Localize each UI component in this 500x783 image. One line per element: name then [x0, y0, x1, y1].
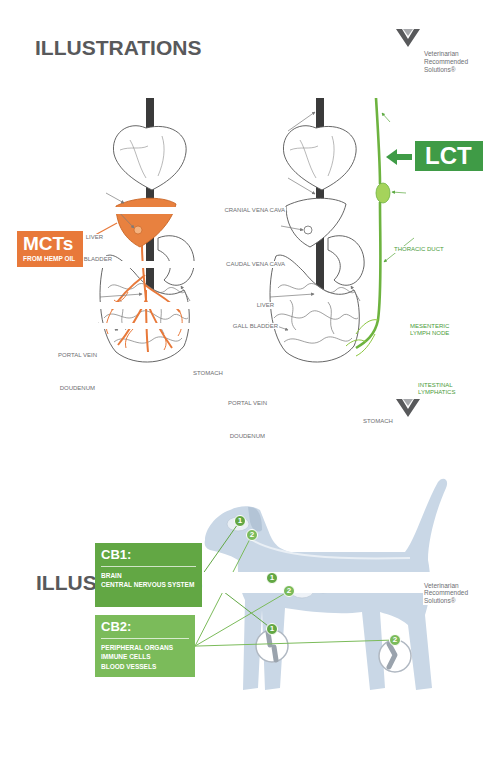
receptor-box: CB2: PERIPHERAL ORGANSIMMUNE CELLSBLOOD V… — [95, 615, 195, 677]
part-label: THORACIC DUCT — [393, 246, 500, 253]
receptor-box: CB1: BRAINCENTRAL NERVOUS SYSTEM — [95, 543, 202, 607]
connector-line — [195, 640, 389, 646]
number-circle — [247, 530, 258, 541]
number-circle — [390, 635, 401, 646]
logo-icon — [403, 29, 413, 36]
part-label: DOUDENUM — [0, 385, 96, 392]
callout-number-circle: 1 — [266, 572, 278, 584]
box-subheading: FROM HEMP OIL — [23, 255, 77, 263]
joint-bones — [389, 644, 395, 667]
connector-line — [202, 526, 237, 575]
leader-line — [392, 192, 406, 193]
logo-icon — [396, 399, 420, 417]
connector-line — [195, 594, 284, 646]
callout-number-circle: 2 — [283, 585, 295, 597]
spine — [252, 540, 410, 558]
leader-line — [288, 112, 315, 131]
logo-text: Veterinarian Recommended Solutions® — [423, 50, 469, 73]
lct-arrow — [386, 149, 412, 165]
liver — [286, 198, 346, 247]
callout-number-circle: 2 — [389, 634, 401, 646]
part-label: PORTAL VEIN — [0, 400, 268, 407]
leader-line — [351, 286, 360, 301]
receptor-location: BRAIN — [101, 571, 196, 580]
logo-icon — [396, 399, 420, 417]
leader-line — [106, 193, 124, 203]
leader-line — [100, 294, 142, 297]
receptor-location: BLOOD VESSELS — [101, 662, 189, 671]
callout-number: 1 — [266, 623, 278, 635]
lymphatic-illustration — [270, 98, 364, 362]
part-label: INTESTINAL LYMPHATICS — [417, 382, 467, 396]
logo-icon — [396, 29, 420, 47]
callout-number: 2 — [389, 634, 401, 646]
logo-icon — [403, 399, 413, 406]
number-circle — [267, 573, 278, 584]
callout-number-circle: 1 — [234, 515, 246, 527]
box-heading: MCTs — [23, 234, 77, 255]
callout-number: 1 — [266, 572, 278, 584]
part-label: LIVER — [0, 302, 275, 309]
receptor-location: CENTRAL NERVOUS SYSTEM — [101, 580, 196, 589]
callout-number: 2 — [283, 585, 295, 597]
lymph-node — [376, 183, 390, 203]
ingredient-box: LCT — [415, 141, 483, 171]
leader-lines — [98, 112, 360, 330]
thoracic-duct — [356, 98, 381, 348]
gall-bladder — [304, 226, 312, 234]
gall-bladder — [134, 226, 142, 234]
part-label: STOMACH — [362, 418, 500, 425]
part-label: DOUDENUM — [0, 433, 266, 440]
leader-line — [288, 178, 315, 194]
liver-highlighted — [116, 198, 176, 247]
number-circle — [235, 516, 246, 527]
callout-number: 2 — [246, 529, 258, 541]
receptor-location: IMMUNE CELLS — [101, 652, 189, 661]
part-label: CRANIAL VENA CAVA — [0, 207, 286, 214]
box-heading: LCT — [425, 143, 473, 169]
part-label: PORTAL VEIN — [0, 352, 98, 359]
leader-lines — [382, 113, 414, 262]
receptor-heading: CB1: — [101, 548, 196, 567]
callout-number-circle: 2 — [246, 529, 258, 541]
callout-number: 1 — [234, 515, 246, 527]
leader-line — [382, 113, 390, 122]
part-label: STOMACH — [192, 370, 500, 377]
receptor-location: PERIPHERAL ORGANS — [101, 643, 189, 652]
ingredient-box: MCTsFROM HEMP OIL — [17, 231, 83, 267]
logo-text: Veterinarian Recommended Solutions® — [423, 582, 469, 605]
leader-line — [281, 226, 303, 230]
number-circle — [284, 586, 295, 597]
joint-bones — [268, 632, 276, 660]
leader-line — [270, 294, 314, 297]
dog-ear — [248, 507, 262, 532]
part-label: MESENTERIC LYMPH NODE — [409, 323, 461, 337]
logo-icon — [396, 29, 420, 47]
receptor-heading: CB2: — [101, 620, 189, 639]
callout-number-circle: 1 — [266, 623, 278, 635]
part-label: GALL BLADDER — [0, 323, 279, 330]
leader-line — [181, 286, 190, 301]
intestinal-lymphatics — [346, 320, 378, 356]
number-circle — [267, 624, 278, 635]
